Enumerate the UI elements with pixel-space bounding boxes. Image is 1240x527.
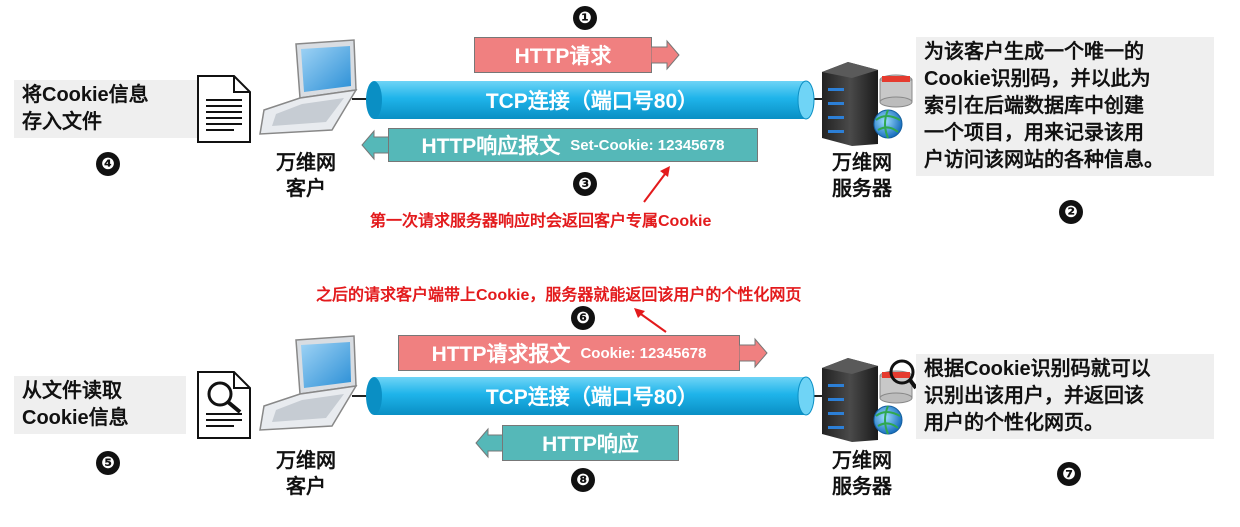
note-line: 为该客户生成一个唯一的	[924, 41, 1144, 63]
note-line: 户访问该网站的各种信息。	[924, 149, 1164, 171]
server-icon	[822, 62, 913, 146]
create-cookie-note: 为该客户生成一个唯一的 Cookie识别码，并以此为 索引在后端数据库中创建 一…	[916, 37, 1214, 176]
caption-line: 万维网	[832, 450, 892, 472]
client-caption: 万维网 客户	[266, 448, 346, 500]
caption-line: 万维网	[276, 152, 336, 174]
caption-line: 万维网	[276, 450, 336, 472]
step-2-badge: ❷	[1059, 200, 1083, 224]
read-cookie-note: 从文件读取 Cookie信息	[14, 376, 186, 434]
step-4-badge: ❹	[96, 152, 120, 176]
first-request-annotation: 第一次请求服务器响应时会返回客户专属Cookie	[370, 213, 712, 230]
http-response-arrow: HTTP响应报文 Set-Cookie: 12345678	[360, 128, 758, 162]
http-request-message-arrow: HTTP请求报文 Cookie: 12345678	[398, 335, 770, 371]
cookie-header-text: Cookie: 12345678	[580, 344, 707, 362]
http-response-text: HTTP响应	[542, 433, 639, 456]
caption-line: 服务器	[832, 476, 892, 498]
tcp-connection-tube: TCP连接（端口号80）	[366, 80, 818, 120]
laptop-icon	[259, 335, 358, 431]
http-request-message-text: HTTP请求报文	[431, 343, 571, 366]
subsequent-request-annotation: 之后的请求客户端带上Cookie，服务器就能返回该用户的个性化网页	[316, 287, 802, 304]
tcp-connection-tube: TCP连接（端口号80）	[366, 376, 818, 416]
annotation-pointer-arrow	[634, 308, 667, 333]
note-line: 用户的个性化网页。	[924, 412, 1104, 434]
http-response-text: HTTP响应报文	[421, 135, 561, 158]
server-caption: 万维网 服务器	[816, 448, 908, 500]
server-search-icon	[822, 358, 918, 442]
note-line: 根据Cookie识别码就可以	[924, 358, 1151, 380]
note-line: 从文件读取	[22, 380, 122, 402]
caption-line: 客户	[286, 178, 326, 200]
http-response-label: HTTP响应报文 Set-Cookie: 12345678	[388, 128, 758, 162]
note-line: 一个项目，用来记录该用	[924, 122, 1144, 144]
note-line: Cookie识别码，并以此为	[924, 68, 1151, 90]
caption-line: 服务器	[832, 178, 892, 200]
laptop-icon	[259, 39, 358, 135]
arrow-head-right	[739, 337, 768, 369]
save-cookie-note: 将Cookie信息 存入文件	[14, 80, 198, 138]
tcp-connection-label: TCP连接（端口号80）	[485, 90, 699, 113]
client-link-line	[352, 98, 374, 100]
note-line: 将Cookie信息	[22, 84, 149, 106]
document-icon	[197, 75, 251, 143]
arrow-head-left	[475, 427, 504, 459]
step-1-badge: ❶	[573, 6, 597, 30]
tcp-connection-label: TCP连接（端口号80）	[485, 386, 699, 409]
tube-shape	[366, 80, 815, 120]
client-caption: 万维网 客户	[266, 150, 346, 202]
caption-line: 客户	[286, 476, 326, 498]
http-request-label: HTTP请求	[474, 37, 652, 73]
note-line: 索引在后端数据库中创建	[924, 95, 1144, 117]
server-link-line	[808, 98, 828, 100]
http-request-text: HTTP请求	[514, 45, 612, 68]
http-request-arrow: HTTP请求	[474, 37, 680, 73]
server-link-line	[808, 395, 828, 397]
step-3-badge: ❸	[573, 172, 597, 196]
client-link-line	[352, 395, 374, 397]
step-6-badge: ❻	[571, 306, 595, 330]
http-response-label: HTTP响应	[502, 425, 679, 461]
step-8-badge: ❽	[571, 468, 595, 492]
http-request-message-label: HTTP请求报文 Cookie: 12345678	[398, 335, 740, 371]
step-5-badge: ❺	[96, 451, 120, 475]
note-line: 存入文件	[22, 111, 102, 133]
step-7-badge: ❼	[1057, 462, 1081, 486]
server-caption: 万维网 服务器	[816, 150, 908, 202]
http-response-arrow: HTTP响应	[474, 425, 679, 461]
arrow-head-left	[361, 129, 390, 161]
note-line: 识别出该用户，并返回该	[924, 385, 1144, 407]
arrow-head-right	[651, 39, 680, 71]
tube-shape	[366, 376, 815, 416]
note-line: Cookie信息	[22, 407, 129, 429]
annotation-pointer-arrow	[643, 166, 670, 203]
identify-user-note: 根据Cookie识别码就可以 识别出该用户，并返回该 用户的个性化网页。	[916, 354, 1214, 439]
caption-line: 万维网	[832, 152, 892, 174]
set-cookie-text: Set-Cookie: 12345678	[570, 136, 725, 154]
document-search-icon	[197, 371, 251, 439]
